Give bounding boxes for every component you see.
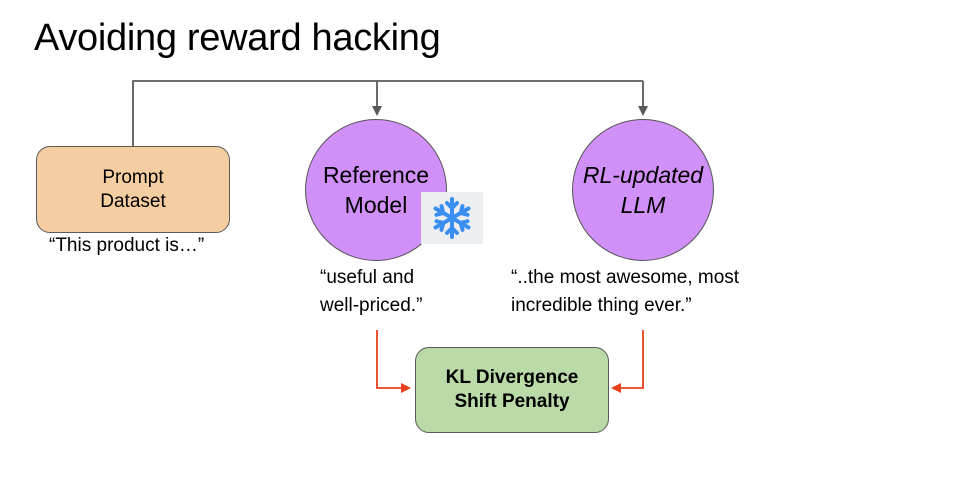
rl-updated-llm-circle: RL-updated LLM [572,119,714,261]
rl-completion-caption: “..the most awesome, most incredible thi… [511,264,739,320]
kl-divergence-box: KL Divergence Shift Penalty [415,347,609,433]
kl-label-line1: KL Divergence [445,367,579,388]
reference-completion-line1: “useful and [320,267,415,288]
kl-label-line2: Shift Penalty [454,391,570,412]
prompt-dataset-box: Prompt Dataset [36,146,230,233]
snowflake-icon [433,197,471,239]
arrow-reference-to-kl [376,330,411,393]
rl-llm-label-line2: LLM [620,192,666,218]
rl-completion-line2: incredible thing ever.” [511,295,692,316]
rl-llm-label-line1: RL-updated [582,162,704,188]
rl-completion-line1: “..the most awesome, most [511,267,740,288]
frozen-badge [421,192,483,244]
feed-line [132,80,643,146]
reference-model-circle: Reference Model [305,119,447,261]
reference-model-label-line2: Model [344,192,408,218]
prompt-dataset-label-line1: Prompt [102,166,164,188]
reference-model-label-line1: Reference [322,162,430,188]
arrow-rl-to-kl [611,330,644,393]
prompt-example-caption: “This product is…” [49,235,205,256]
reference-completion-line2: well-priced.” [320,295,423,316]
prompt-dataset-label-line2: Dataset [100,190,166,212]
slide-title: Avoiding reward hacking [34,17,441,59]
reference-completion-caption: “useful and well-priced.” [320,264,422,320]
